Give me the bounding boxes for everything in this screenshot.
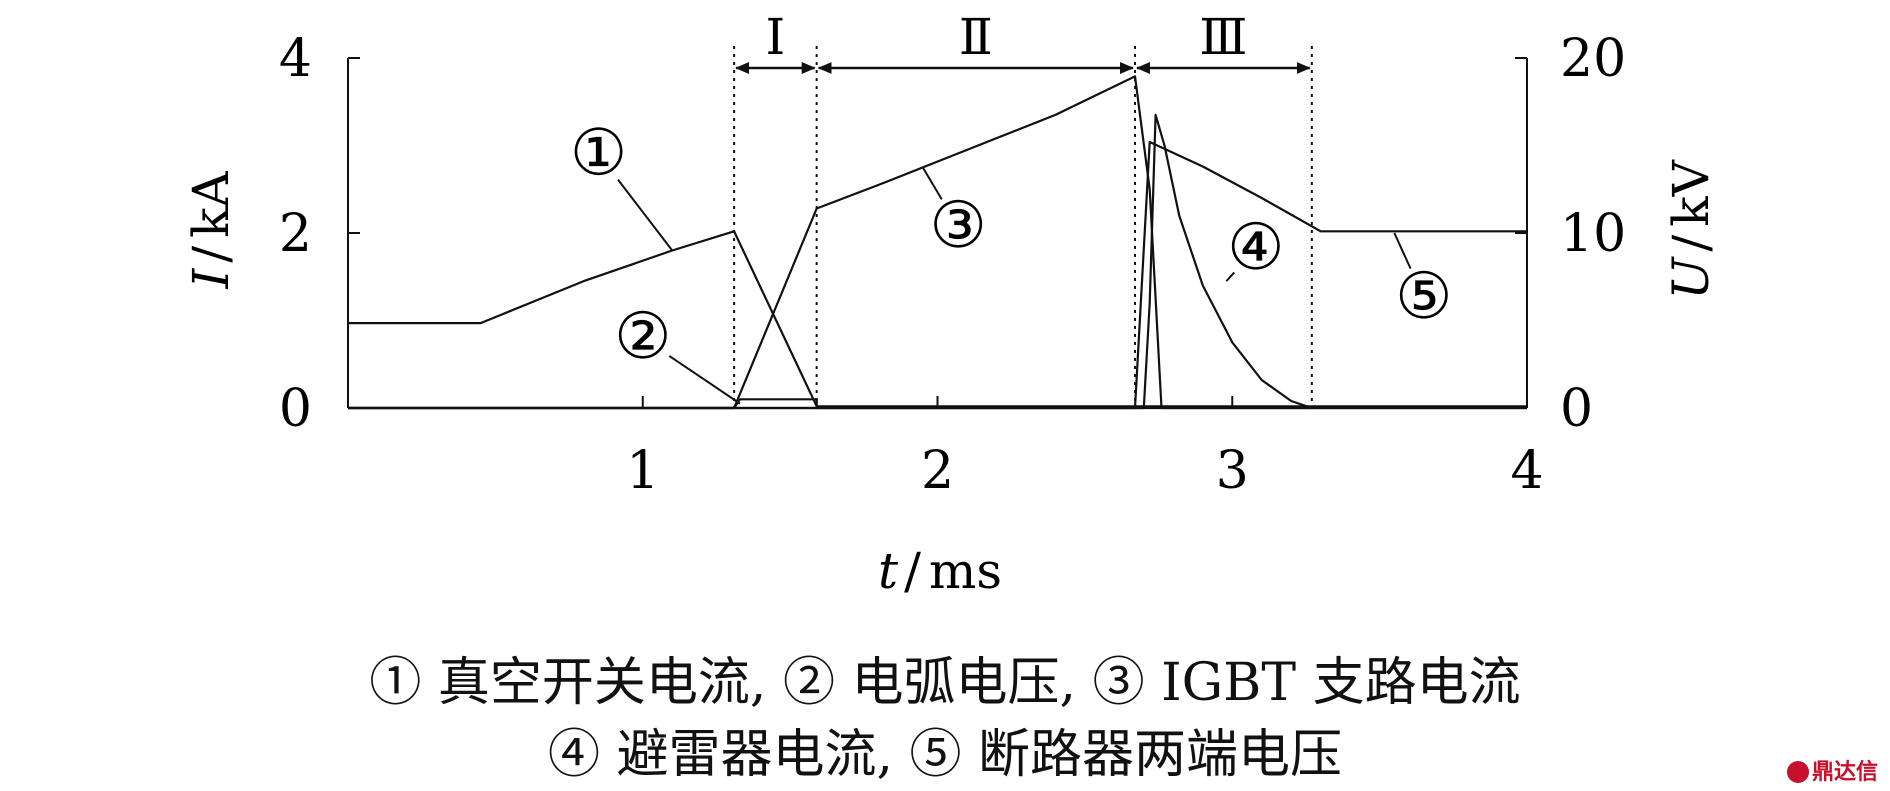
x-tick-label: 2 xyxy=(921,441,954,501)
series-marker-label: ④ xyxy=(1227,211,1284,285)
series-marker-leader xyxy=(1393,232,1412,270)
left-axis-title: I/kA xyxy=(182,171,240,290)
series-line xyxy=(348,140,1527,410)
x-axis-unit: ms xyxy=(929,542,1002,600)
series-marker-leader xyxy=(1225,271,1236,282)
left-y-tick-label: 2 xyxy=(279,204,312,264)
interval-label: Ⅰ xyxy=(766,8,786,66)
left-y-tick-label: 0 xyxy=(279,379,312,439)
x-tick-label: 3 xyxy=(1216,441,1249,501)
series-line xyxy=(348,113,1313,410)
right-y-tick-label: 10 xyxy=(1560,204,1626,264)
series-marker-label: ② xyxy=(614,300,671,374)
right-axis-title: U/kV xyxy=(1662,159,1720,299)
caption-line-1: ① 真空开关电流, ② 电弧电压, ③ IGBT 支路电流 xyxy=(369,653,1521,713)
series-marker-leader xyxy=(921,166,943,200)
interval-label: Ⅲ xyxy=(1199,8,1247,66)
series-marker-leader xyxy=(668,355,741,405)
watermark-logo-icon xyxy=(1786,761,1809,783)
interval-annotations: Ⅰ Ⅱ Ⅲ xyxy=(733,8,1313,408)
series-marker-label: ① xyxy=(570,116,627,190)
right-y-tick-label: 0 xyxy=(1560,379,1593,439)
left-y-tick-label: 4 xyxy=(279,29,312,89)
x-axis-var: t xyxy=(878,542,899,600)
x-axis-title: t/ms xyxy=(878,542,1002,600)
series-line xyxy=(348,75,1527,410)
right-axis-unit: kV xyxy=(1662,159,1720,226)
right-axis-var: U xyxy=(1662,256,1720,300)
right-y-tick-label: 20 xyxy=(1560,29,1626,89)
series-marker-leader xyxy=(617,179,674,252)
left-axis-var: I xyxy=(182,268,240,290)
series-marker-label: ③ xyxy=(929,189,986,263)
interval-label: Ⅱ xyxy=(959,8,993,66)
caption-line-2: ④ 避雷器电流, ⑤ 断路器两端电压 xyxy=(547,725,1343,785)
watermark-text: 鼎达信 xyxy=(1811,760,1878,785)
series-markers: ① ② ③ ④ ⑤ xyxy=(570,116,1453,405)
series-marker-label: ⑤ xyxy=(1395,260,1452,334)
x-tick-label: 1 xyxy=(626,441,659,501)
axis-titles: t/ms I/kA U/kV xyxy=(182,159,1720,600)
x-tick-label: 4 xyxy=(1510,441,1543,501)
watermark: 鼎达信 xyxy=(1786,754,1878,786)
left-axis-unit: kA xyxy=(182,171,240,238)
